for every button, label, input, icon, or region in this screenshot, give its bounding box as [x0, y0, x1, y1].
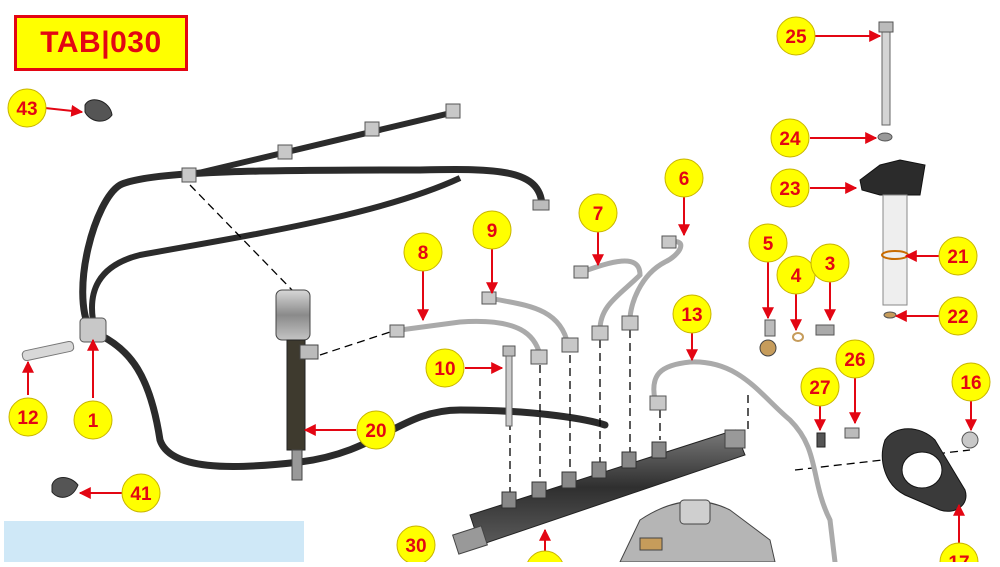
callout-label: 8	[418, 243, 429, 264]
callout-4: 4	[776, 255, 816, 295]
gasket	[881, 428, 967, 512]
callout-17: 17	[939, 542, 979, 567]
callout-20: 20	[356, 410, 396, 450]
callout-26: 26	[835, 339, 875, 379]
callout-9: 9	[472, 210, 512, 250]
callout-label: 25	[785, 27, 807, 48]
callout-label: 7	[593, 204, 604, 225]
callout-label: 1	[88, 411, 99, 432]
callout-7: 7	[578, 193, 618, 233]
callout-24: 24	[770, 118, 810, 158]
callout-41: 41	[121, 473, 161, 513]
callout-label: 12	[17, 408, 38, 429]
callout-label: 21	[947, 247, 969, 268]
inset-thumbnail	[4, 521, 304, 562]
pipe-nuts	[389, 235, 677, 411]
callout-12: 12	[8, 397, 48, 437]
callouts: 4312141208976101330252423543212227261617…	[7, 16, 991, 567]
hose-clips	[79, 103, 461, 343]
callout-22: 22	[938, 296, 978, 336]
callout-label: 17	[948, 553, 969, 562]
callout-35: 35	[525, 550, 565, 567]
callout-label: 23	[779, 179, 800, 200]
callout-3: 3	[810, 243, 850, 283]
callout-label: 43	[16, 99, 37, 120]
bolt	[502, 345, 516, 427]
callout-27: 27	[800, 367, 840, 407]
callout-13: 13	[672, 294, 712, 334]
callout-5: 5	[748, 223, 788, 263]
callout-21: 21	[938, 236, 978, 276]
callout-label: 27	[809, 378, 830, 399]
callout-label: 13	[681, 305, 702, 326]
callout-label: 4	[791, 266, 802, 287]
small-parts	[21, 21, 979, 498]
callout-30: 30	[396, 525, 436, 565]
callout-23: 23	[770, 168, 810, 208]
callout-16: 16	[951, 362, 991, 402]
fuel-pump	[619, 499, 776, 563]
return-hose	[79, 109, 609, 470]
callout-1: 1	[73, 400, 113, 440]
callout-43: 43	[7, 88, 47, 128]
injector	[275, 289, 319, 481]
callout-label: 30	[405, 536, 426, 557]
callout-10: 10	[425, 348, 465, 388]
page-title-text: TAB|030	[40, 26, 162, 59]
leader-arrows	[22, 30, 977, 555]
callout-label: 22	[947, 307, 968, 328]
callout-label: 16	[960, 373, 981, 394]
callout-8: 8	[403, 232, 443, 272]
callout-6: 6	[664, 158, 704, 198]
callout-label: 24	[779, 129, 801, 150]
callout-25: 25	[776, 16, 816, 56]
callout-label: 5	[763, 234, 774, 255]
callout-label: 6	[679, 169, 690, 190]
callout-label: 10	[434, 359, 455, 380]
injector-pipes	[397, 238, 838, 565]
fuel-rail	[452, 429, 746, 555]
page-title: TAB|030	[14, 15, 188, 71]
callout-label: 41	[130, 484, 152, 505]
callout-label: 26	[844, 350, 865, 371]
callout-label: 3	[825, 254, 836, 275]
callout-label: 20	[365, 421, 386, 442]
callout-label: 9	[487, 221, 498, 242]
